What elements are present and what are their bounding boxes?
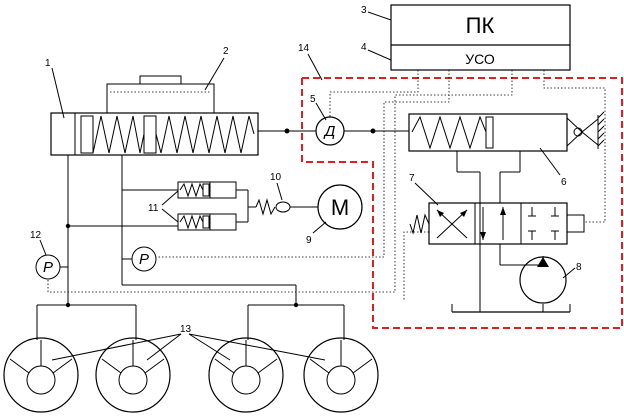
callout-10: 10 [270,172,282,183]
callout-2: 2 [223,46,229,57]
electric-motor: М [317,184,363,230]
callout-numbers: 1 2 3 4 5 6 7 8 9 10 11 12 13 14 [30,5,582,335]
computer-block: ПК УСО [390,4,571,71]
callout-1: 1 [45,58,51,69]
uso-label: УСО [465,51,495,67]
wheel-brake-2 [95,337,171,413]
wheel-brake-3 [208,337,284,413]
pressure-sensor-mid: P [131,246,157,272]
motor-label: М [331,195,349,220]
callout-4: 4 [361,42,367,53]
pressure-sensor-left: P [35,254,61,280]
force-sensor: Д [315,116,345,146]
callout-9: 9 [306,235,312,246]
pressure-left-label: P [43,259,53,276]
callout-11: 11 [148,203,159,214]
sensor-d-label: Д [323,123,336,140]
callout-7: 7 [409,173,415,184]
callout-12: 12 [30,230,42,241]
reservoir [106,75,215,114]
modulator-valves [177,181,237,231]
wheel-brake-4 [303,337,379,413]
signal-lines [47,70,606,300]
directional-valve [409,202,585,245]
pressure-mid-label: P [139,251,149,268]
motor-coupling [275,201,318,213]
callout-14: 14 [298,43,310,54]
callout-leaders [39,11,576,361]
callout-6: 6 [561,177,567,188]
actuator-cylinder [408,111,605,152]
wheel-brake-1 [3,337,79,413]
callout-13: 13 [180,324,192,335]
callout-5: 5 [310,94,316,105]
callout-8: 8 [576,262,582,273]
master-cylinder [50,112,259,156]
pc-label: ПК [466,13,495,38]
callout-3: 3 [361,5,367,16]
control-system-boundary [301,77,623,329]
hydraulic-pump [519,256,567,304]
